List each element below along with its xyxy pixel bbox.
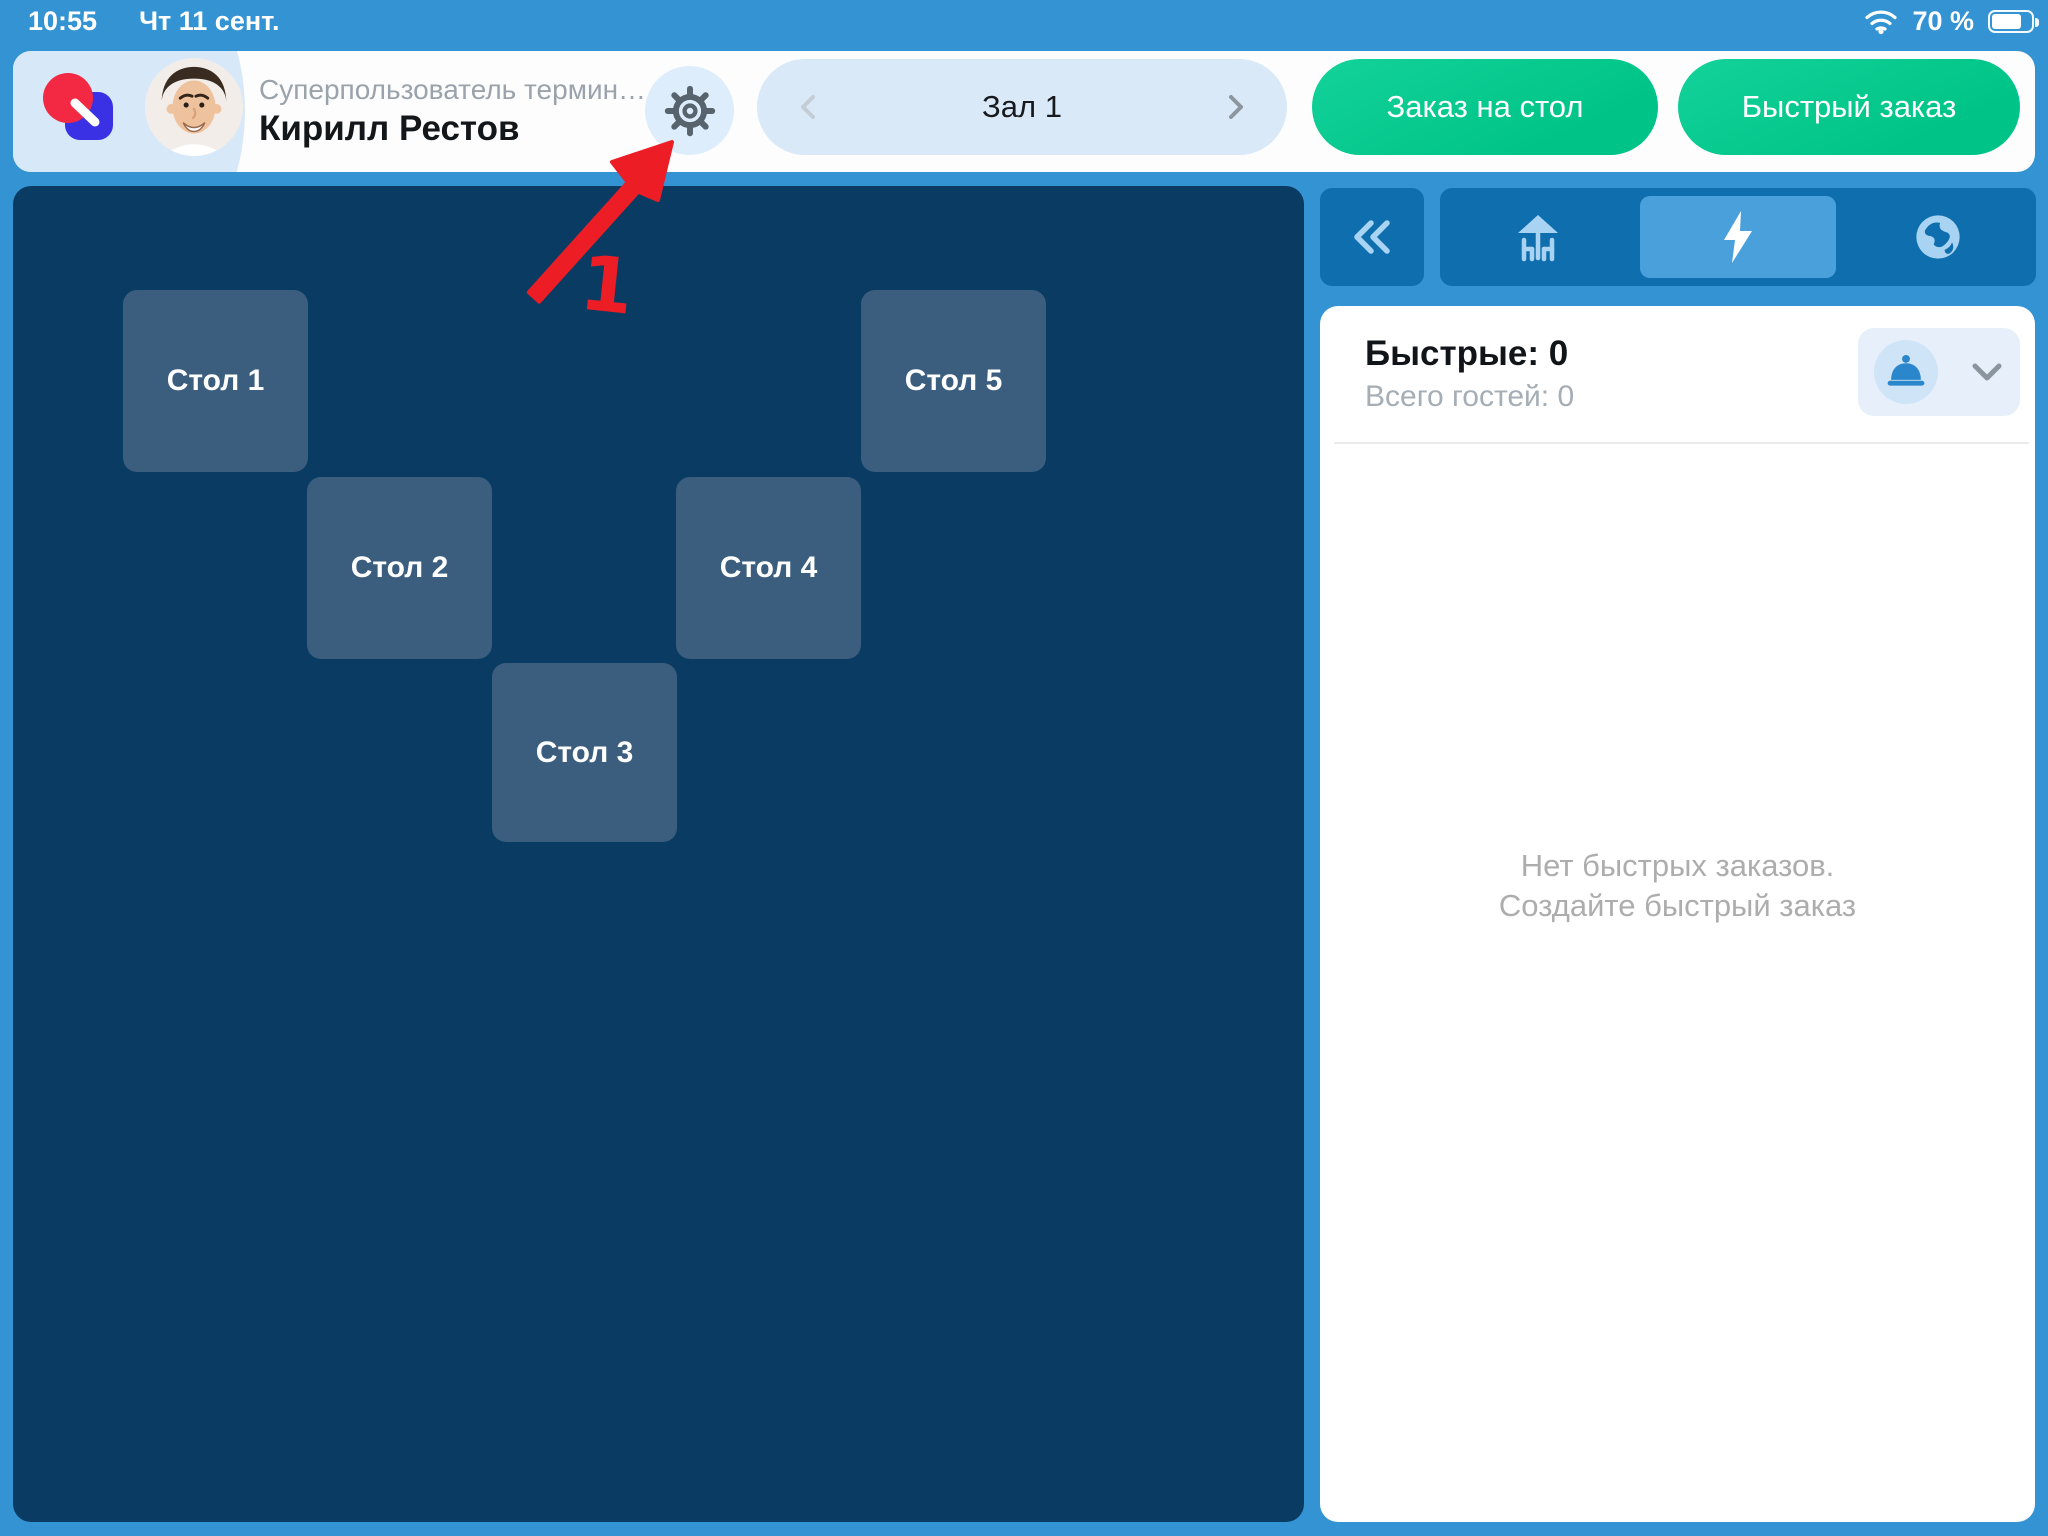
chevron-down-icon bbox=[1972, 363, 2002, 381]
table-order-button[interactable]: Заказ на стол bbox=[1312, 59, 1658, 155]
patio-table-icon bbox=[1518, 215, 1558, 262]
divider bbox=[1334, 442, 2029, 444]
user-info[interactable]: Суперпользователь термин… Кирилл Рестов bbox=[259, 75, 646, 148]
status-bar: 10:55 Чт 11 сент. 70 % bbox=[0, 0, 2048, 51]
hall-prev-button[interactable] bbox=[789, 87, 829, 127]
panel-title: Быстрые: 0 bbox=[1365, 334, 1569, 373]
table-stol-5[interactable]: Стол 5 bbox=[861, 290, 1046, 472]
chevron-left-icon bbox=[801, 95, 815, 119]
serve-filter-button[interactable] bbox=[1858, 328, 2020, 416]
tab-hall-tables[interactable] bbox=[1440, 188, 1636, 286]
cloche-icon bbox=[1887, 354, 1925, 386]
hall-label: Зал 1 bbox=[982, 89, 1062, 124]
table-stol-4[interactable]: Стол 4 bbox=[676, 477, 861, 659]
gear-icon bbox=[664, 85, 715, 136]
status-time: 10:55 bbox=[28, 6, 98, 36]
battery-icon bbox=[1988, 10, 2039, 33]
tab-online-orders[interactable] bbox=[1840, 188, 2036, 286]
table-stol-1[interactable]: Стол 1 bbox=[123, 290, 308, 472]
tab-quick-orders[interactable] bbox=[1640, 196, 1836, 278]
hall-selector: Зал 1 bbox=[757, 59, 1287, 155]
empty-state-line2: Создайте быстрый заказ bbox=[1498, 888, 1857, 923]
double-chevron-left-icon bbox=[1354, 220, 1390, 254]
status-date: Чт 11 сент. bbox=[139, 6, 280, 36]
battery-percent: 70 % bbox=[1912, 6, 1974, 36]
app-logo-icon[interactable] bbox=[43, 72, 113, 142]
header-bar: Суперпользователь термин… Кирилл Рестов bbox=[13, 51, 2035, 172]
quick-orders-panel: Быстрые: 0 Всего гостей: 0 Нет быстрых з… bbox=[1320, 306, 2035, 1522]
wifi-icon bbox=[1865, 10, 1898, 34]
settings-button[interactable] bbox=[645, 66, 734, 155]
collapse-panel-button[interactable] bbox=[1320, 188, 1424, 286]
user-avatar[interactable] bbox=[145, 58, 243, 156]
user-name: Кирилл Рестов bbox=[259, 109, 520, 148]
empty-state-line1: Нет быстрых заказов. bbox=[1520, 848, 1835, 883]
hall-next-button[interactable] bbox=[1215, 87, 1255, 127]
chevron-right-icon bbox=[1228, 95, 1243, 119]
user-role: Суперпользователь термин… bbox=[259, 74, 647, 105]
globe-icon bbox=[1916, 215, 1960, 259]
floor-plan: Стол 1 Стол 2 Стол 3 Стол 4 Стол 5 bbox=[13, 186, 1304, 1522]
empty-state: Нет быстрых заказов. Создайте быстрый за… bbox=[1320, 846, 2035, 926]
quick-order-button[interactable]: Быстрый заказ bbox=[1678, 59, 2020, 155]
lightning-bolt-icon bbox=[1724, 211, 1752, 263]
cloche-circle bbox=[1874, 340, 1938, 404]
panel-subtitle: Всего гостей: 0 bbox=[1365, 380, 1575, 413]
panel-tabs bbox=[1440, 188, 2036, 286]
table-stol-2[interactable]: Стол 2 bbox=[307, 477, 492, 659]
table-stol-3[interactable]: Стол 3 bbox=[492, 663, 677, 842]
